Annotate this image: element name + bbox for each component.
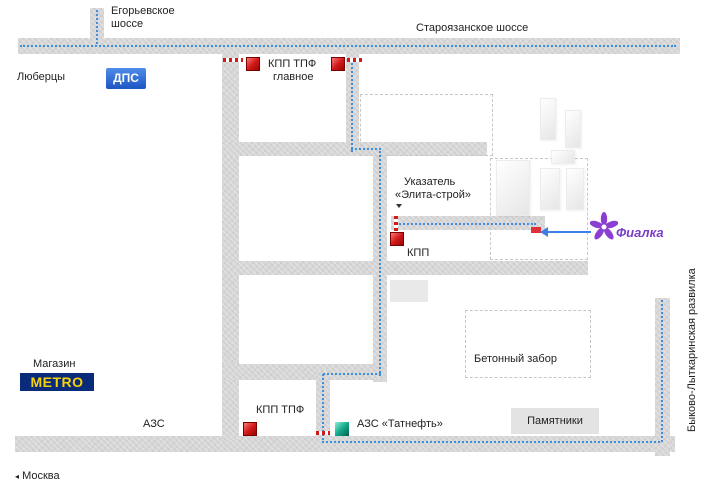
bykovo-label: Быково-Лыткаринская развилка xyxy=(686,268,698,432)
route-spur xyxy=(396,223,536,225)
fialka-flower-icon xyxy=(590,212,618,240)
sign-pointer-icon xyxy=(396,204,402,208)
road-label-staroryazanskoe: Староязанское шоссе xyxy=(416,22,529,34)
route-east xyxy=(379,148,381,376)
checkpoint-barrier xyxy=(347,58,363,62)
route-north-inner xyxy=(351,60,353,152)
arrow-to-fialka xyxy=(545,231,591,233)
concrete-fence-label: Бетонный забор xyxy=(474,353,557,365)
building xyxy=(566,168,584,210)
zone-top-dashed xyxy=(360,94,493,156)
zone-concrete-fence xyxy=(465,310,591,378)
sign-label-line2: «Элита-строй» xyxy=(395,189,471,201)
route-north-link xyxy=(351,148,381,150)
checkpoint-barrier xyxy=(394,215,398,231)
checkpoint-icon xyxy=(246,57,260,71)
route-bottom xyxy=(322,441,660,443)
road-horizontal-2 xyxy=(222,261,588,275)
moscow-direction-label: ◂ Москва xyxy=(15,470,60,482)
gas-station-icon xyxy=(335,422,349,436)
fialka-gate-marker xyxy=(531,227,541,233)
building xyxy=(551,150,575,164)
building xyxy=(496,160,530,216)
kpp-main-label-line2: главное xyxy=(273,71,314,83)
route-egorevskoe xyxy=(96,10,98,44)
road-west-vertical xyxy=(222,54,239,440)
route-bykovo xyxy=(661,300,663,442)
arrow-head-icon xyxy=(540,227,548,237)
road-bottom xyxy=(15,436,675,452)
place-label-lyubertsy: Люберцы xyxy=(17,71,66,83)
route-top xyxy=(20,45,676,47)
kpp-bottom-label: КПП ТПФ xyxy=(256,404,305,416)
fialka-logo-text: Фиалка xyxy=(616,225,664,240)
shop-label: Магазин xyxy=(33,358,76,370)
road-horizontal-3 xyxy=(222,364,387,380)
kpp-label: КПП xyxy=(407,247,430,259)
area-grey-small xyxy=(390,280,428,302)
building xyxy=(540,168,560,210)
route-south-inner xyxy=(322,374,324,440)
dps-logo: ДПС xyxy=(106,68,146,89)
monuments-label: Памятники xyxy=(511,408,599,434)
checkpoint-barrier xyxy=(223,58,243,62)
sign-label-line1: Указатель xyxy=(404,176,456,188)
building xyxy=(565,110,581,148)
building xyxy=(540,98,556,140)
checkpoint-icon xyxy=(390,232,404,246)
route-south-link xyxy=(323,373,381,375)
zone-right-dashed xyxy=(490,158,588,260)
kpp-main-label-line1: КПП ТПФ xyxy=(268,58,317,70)
metro-logo: METRO xyxy=(20,373,94,391)
left-arrow-icon: ◂ xyxy=(15,472,20,481)
gas-station-label: АЗС xyxy=(143,418,165,430)
checkpoint-icon xyxy=(331,57,345,71)
checkpoint-barrier xyxy=(316,431,330,435)
checkpoint-icon xyxy=(243,422,257,436)
tatneft-label: АЗС «Татнефть» xyxy=(357,418,443,430)
road-label-egorevskoe: Егорьевское шоссе xyxy=(111,5,175,30)
